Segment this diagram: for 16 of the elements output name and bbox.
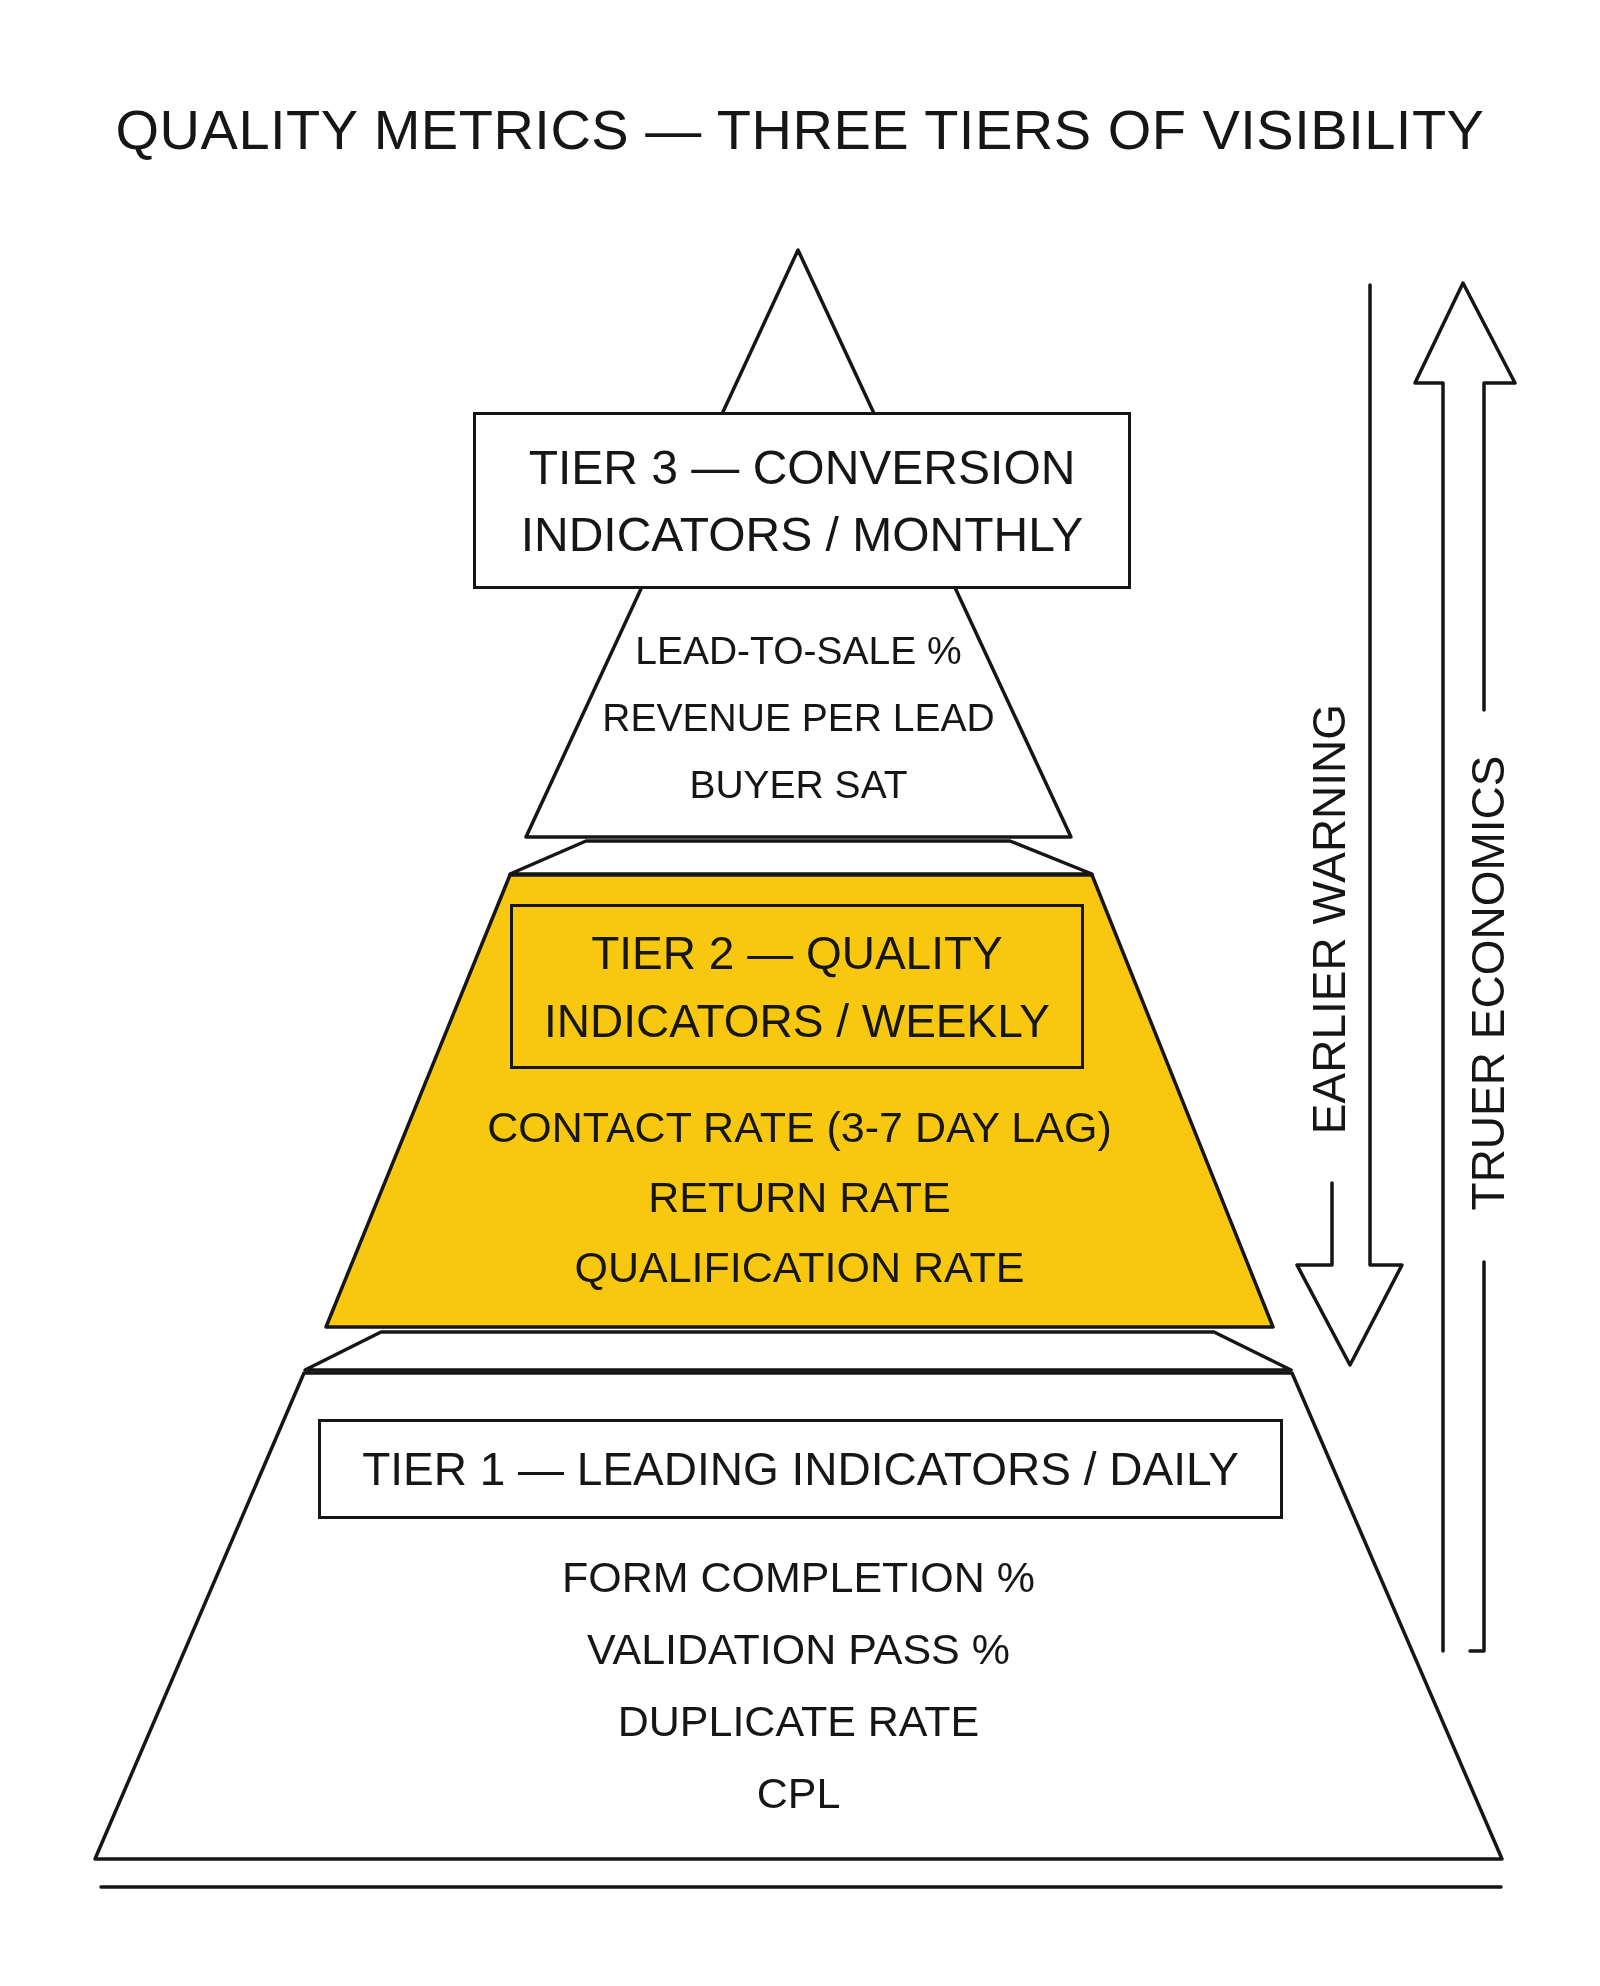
metric-text: LEAD-TO-SALE % [635,628,962,674]
tier-heading: TIER 1 — LEADING INDICATORS / DAILY [318,1419,1283,1519]
metric-text: CPL [756,1768,841,1819]
diagram-title: QUALITY METRICS — THREE TIERS OF VISIBILITY [115,97,1485,163]
metric-text: RETURN RATE [648,1172,951,1223]
tier-heading: TIER 2 — QUALITY INDICATORS / WEEKLY [510,904,1084,1069]
metric-text: QUALIFICATION RATE [574,1242,1025,1293]
metric-text: FORM COMPLETION % [562,1552,1035,1603]
metric-text: CONTACT RATE (3-7 DAY LAG) [487,1102,1112,1153]
metric-text: VALIDATION PASS % [587,1624,1010,1675]
metric-text: REVENUE PER LEAD [602,695,995,741]
metric-text: DUPLICATE RATE [617,1696,980,1747]
tier-heading: TIER 3 — CONVERSION INDICATORS / MONTHLY [473,412,1131,589]
direction-label: TRUER ECONOMICS [1463,755,1513,1211]
metric-text: BUYER SAT [689,762,908,808]
direction-label: EARLIER WARNING [1304,703,1354,1135]
